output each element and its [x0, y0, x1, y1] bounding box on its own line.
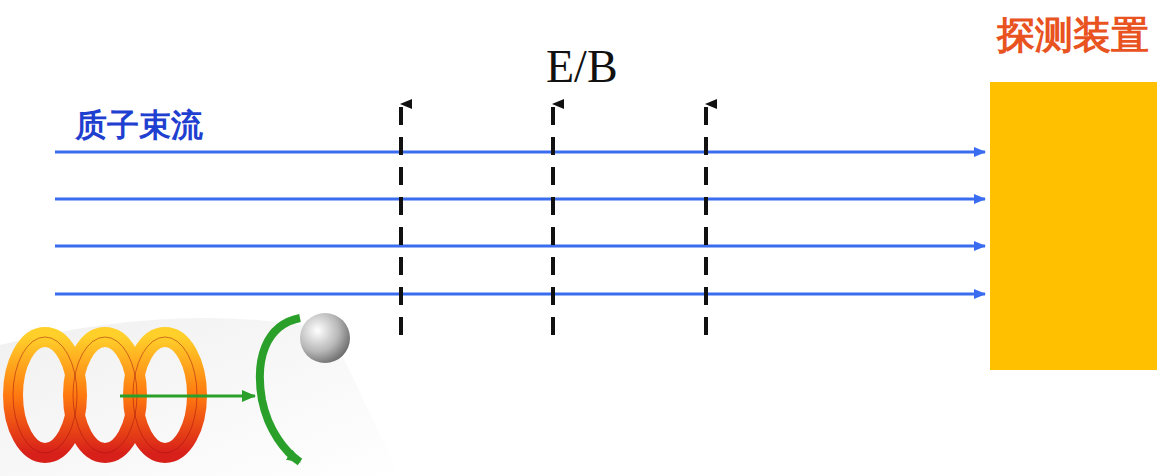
- beam-arrow: [55, 293, 985, 296]
- field-line: [551, 104, 555, 335]
- spin-arrow: [260, 318, 300, 462]
- field-line: [399, 104, 403, 335]
- beam-arrow: [55, 151, 985, 154]
- particle-sphere: [300, 313, 350, 363]
- field-line: [704, 104, 708, 335]
- beam-arrow: [55, 245, 985, 248]
- detector-panel: [990, 82, 1157, 370]
- field-label: E/B: [546, 42, 618, 93]
- beam-arrow: [55, 198, 985, 201]
- detector-box: 探测装置: [940, 14, 1157, 370]
- detector-label: 探测装置: [940, 14, 1157, 56]
- beam-label: 质子束流: [75, 108, 203, 143]
- momentum-arrow: [120, 395, 255, 398]
